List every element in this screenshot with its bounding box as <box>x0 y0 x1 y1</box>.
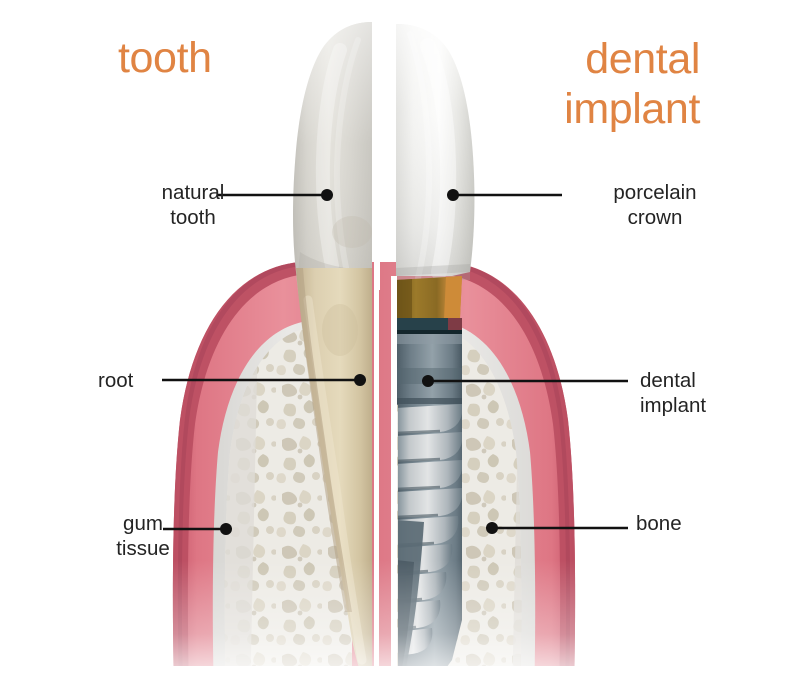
dot-natural-tooth <box>321 189 333 201</box>
dot-dental-implant <box>422 375 434 387</box>
dot-gum-tissue <box>220 523 232 535</box>
title-tooth: tooth <box>118 34 212 82</box>
label-natural-tooth: natural tooth <box>161 181 225 229</box>
dot-bone <box>486 522 498 534</box>
label-porcelain-crown: porcelain crown <box>613 181 697 229</box>
label-root: root <box>98 369 134 392</box>
title-dental-implant: dental implant <box>564 35 700 133</box>
label-gum-tissue: gum tissue <box>116 512 170 560</box>
label-bone: bone <box>636 512 682 535</box>
leader-lines <box>162 193 628 531</box>
leader-dots <box>220 189 498 535</box>
label-dental-implant: dental implant <box>640 369 707 417</box>
dot-porcelain-crown <box>447 189 459 201</box>
dot-root <box>354 374 366 386</box>
